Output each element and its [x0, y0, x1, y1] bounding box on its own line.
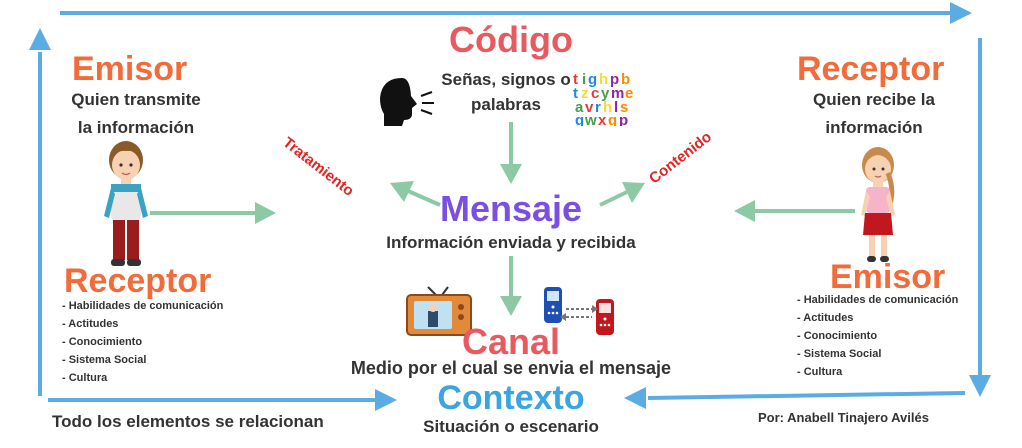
list-item: - Sistema Social	[797, 348, 882, 360]
girl-icon	[861, 147, 895, 262]
arrow-codigo-mensaje	[500, 122, 522, 184]
right-receptor-title: Receptor	[797, 50, 945, 88]
svg-text:t: t	[573, 85, 578, 102]
svg-text:p: p	[610, 71, 619, 88]
svg-text:l: l	[614, 99, 618, 116]
svg-text:y: y	[601, 85, 610, 102]
svg-text:z: z	[581, 85, 589, 102]
canal-desc: Medio por el cual se envia el mensaje	[350, 358, 672, 378]
svg-text:i: i	[582, 71, 586, 88]
svg-text:g: g	[575, 112, 584, 126]
list-item: - Conocimiento	[62, 336, 143, 348]
left-receptor-title: Receptor	[64, 262, 212, 300]
contexto-title: Contexto	[437, 379, 585, 417]
list-item: - Cultura	[62, 372, 108, 384]
svg-text:g: g	[588, 71, 597, 88]
bottom-left-arrow	[48, 389, 397, 411]
list-item: - Conocimiento	[797, 330, 878, 342]
arrow-emisor-to-center	[150, 202, 276, 224]
mobile-phones-icon	[544, 287, 614, 335]
bottom-right-arrow	[624, 387, 966, 409]
relation-caption: Todo los elementos se relacionan	[52, 412, 324, 431]
arrow-receptor-to-center	[734, 200, 855, 222]
arrow-tratamiento	[390, 181, 441, 207]
list-item: - Cultura	[797, 366, 843, 378]
svg-text:h: h	[603, 99, 612, 116]
mensaje-desc: Información enviada y recibida	[386, 233, 636, 252]
svg-text:e: e	[625, 85, 633, 102]
svg-text:v: v	[585, 99, 594, 116]
right-receptor-desc-line2: información	[825, 118, 923, 137]
svg-text:h: h	[599, 71, 608, 88]
list-item: - Habilidades de comunicación	[797, 294, 959, 306]
list-item: - Actitudes	[62, 318, 119, 330]
left-emisor-title: Emisor	[72, 50, 188, 88]
list-item: - Actitudes	[797, 312, 854, 324]
contexto-desc: Situación o escenario	[423, 417, 599, 436]
canal-title: Canal	[461, 321, 561, 362]
codigo-desc: Señas, signos o palabras	[441, 70, 571, 114]
frame-left-arrow	[29, 28, 51, 396]
svg-text:q: q	[608, 112, 617, 126]
author-credit: Por: Anabell Tinajero Avilés	[758, 410, 929, 425]
svg-text:s: s	[620, 99, 628, 116]
list-item: - Habilidades de comunicación	[62, 300, 224, 312]
right-receptor-desc-line1: Quien recibe la	[813, 90, 935, 109]
svg-text:w: w	[584, 112, 597, 126]
svg-text:a: a	[575, 99, 584, 116]
mensaje-title: Mensaje	[439, 188, 583, 229]
boy-icon	[104, 141, 148, 266]
codigo-title: Código	[449, 19, 573, 60]
right-emisor-list: - Habilidades de comunicación - Actitude…	[797, 291, 958, 381]
frame-top-arrow	[60, 2, 972, 24]
arrow-contenido	[599, 182, 645, 207]
left-emisor-desc-line2: la información	[77, 118, 195, 137]
right-emisor-title: Emisor	[830, 258, 946, 296]
left-emisor-desc-line1: Quien transmite	[71, 90, 201, 109]
svg-text:p: p	[619, 112, 628, 126]
svg-text:c: c	[591, 85, 599, 102]
television-icon	[406, 286, 472, 336]
svg-text:r: r	[595, 99, 601, 116]
speaking-head-icon	[380, 78, 434, 126]
svg-text:b: b	[621, 71, 630, 88]
svg-text:m: m	[611, 85, 624, 102]
svg-text:x: x	[598, 112, 607, 126]
list-item: - Sistema Social	[62, 354, 147, 366]
alphabet-letters-icon: t i g h p b t z c y m e a v r h l s g w …	[573, 71, 633, 126]
frame-right-arrow	[969, 38, 991, 397]
left-receptor-list: - Habilidades de comunicación - Actitude…	[62, 297, 223, 387]
arrow-mensaje-canal	[500, 256, 522, 316]
svg-text:t: t	[573, 71, 578, 88]
